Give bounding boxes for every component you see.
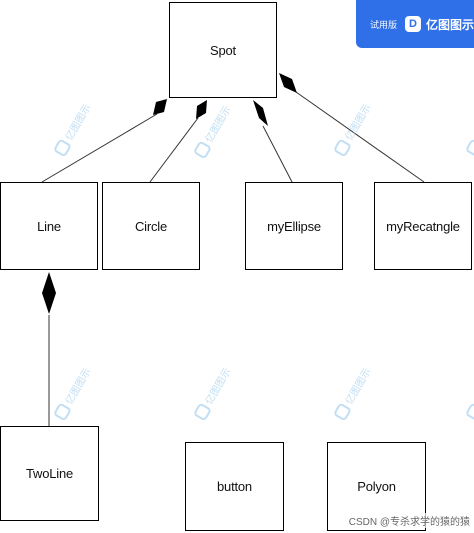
edraw-logo-icon: D <box>405 16 421 32</box>
diamond-myellipse-spot <box>253 100 268 126</box>
node-twoline-label: TwoLine <box>25 466 74 481</box>
node-button[interactable]: button <box>185 442 284 531</box>
connector-line-spot <box>41 113 158 183</box>
connector-myrect-spot <box>295 91 425 183</box>
csdn-footer: CSDN @专杀求学的猿的猿 <box>348 513 470 528</box>
node-line-label: Line <box>37 218 61 234</box>
diamond-circle-spot <box>196 100 207 119</box>
node-circle[interactable]: Circle <box>102 182 200 270</box>
brand-name: 亿图图示 <box>426 17 474 32</box>
node-button-label: button <box>217 479 252 494</box>
node-spot-label: Spot <box>210 42 236 58</box>
trial-label: 试用版 <box>370 19 398 30</box>
node-line[interactable]: Line <box>0 182 98 270</box>
connector-circle-spot <box>149 117 199 183</box>
node-myrecatngle[interactable]: myRecatngle <box>374 182 472 270</box>
diamond-line-spot <box>153 99 167 115</box>
diamond-myrect-spot <box>279 73 297 93</box>
connector-myellipse-spot <box>262 125 293 183</box>
node-polyon-label: Polyon <box>357 479 396 494</box>
node-myellipse-label: myEllipse <box>267 218 321 234</box>
node-circle-label: Circle <box>134 218 168 234</box>
node-twoline[interactable]: TwoLine <box>0 426 99 521</box>
node-myrecatngle-label: myRecatngle <box>386 218 460 234</box>
diamond-twoline-line <box>42 272 56 314</box>
node-myellipse[interactable]: myEllipse <box>245 182 343 270</box>
trial-badge[interactable]: 试用版 D 亿图图示 <box>356 0 474 48</box>
node-spot[interactable]: Spot <box>169 2 277 98</box>
